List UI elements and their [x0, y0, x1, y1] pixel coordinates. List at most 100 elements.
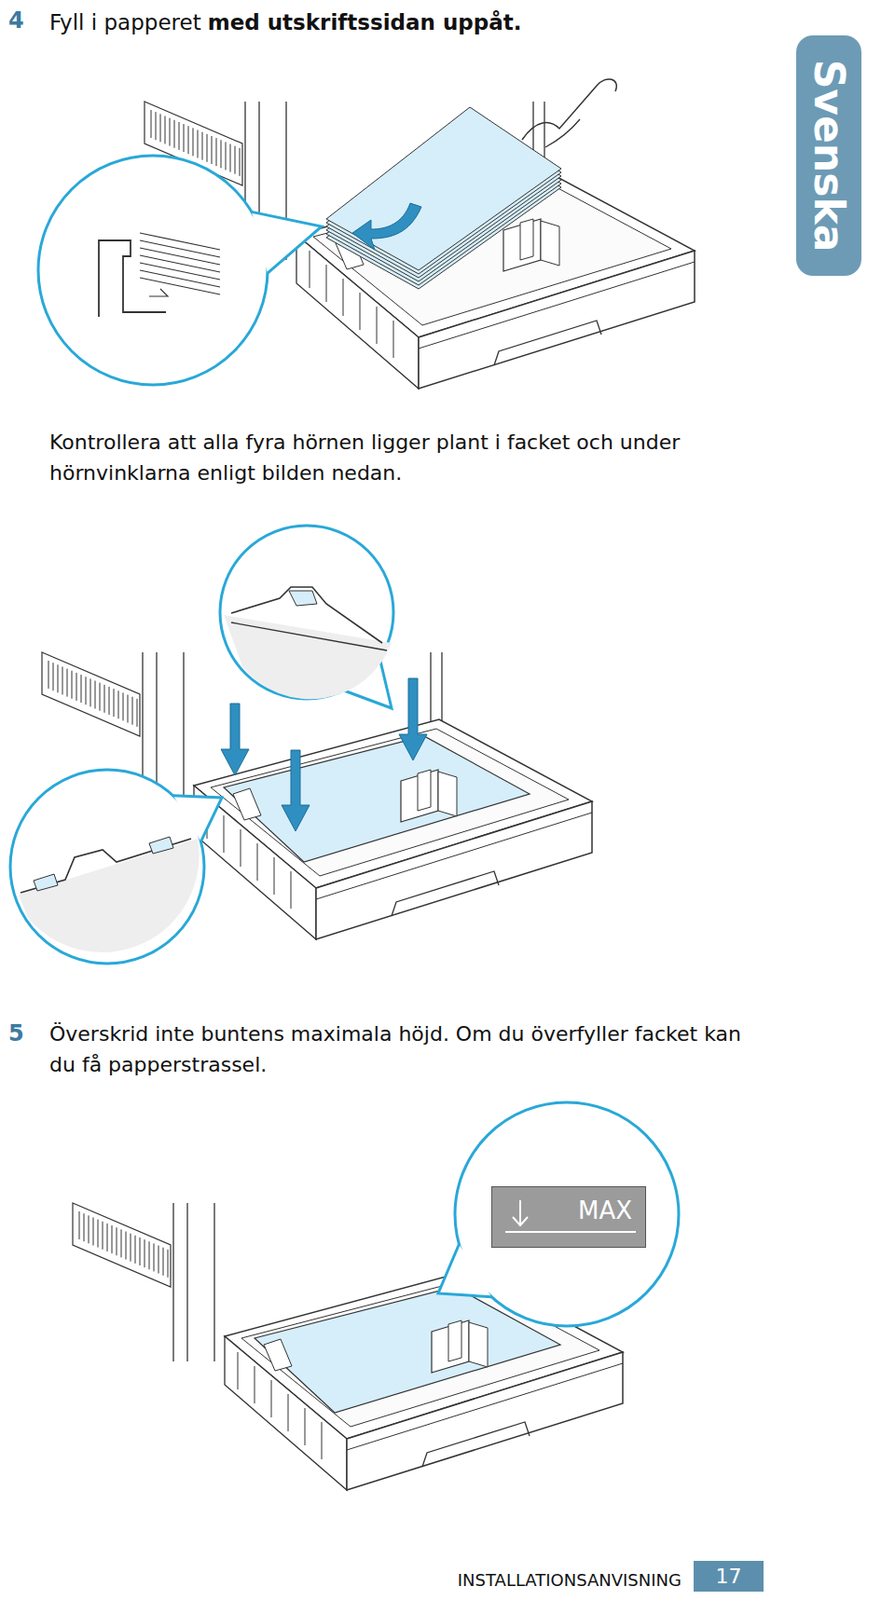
- louver-line: [95, 681, 97, 710]
- guide-part: [431, 1321, 469, 1374]
- louver-line: [216, 137, 218, 166]
- louver-line: [104, 685, 106, 714]
- press-arrow: [399, 678, 427, 761]
- tray-handle: [422, 1422, 530, 1468]
- wall-rib: [223, 815, 225, 854]
- guide-part: [503, 219, 541, 272]
- louver-line: [127, 695, 129, 724]
- corner-claw: [231, 587, 383, 644]
- louver-line: [90, 678, 92, 707]
- louver-line: [183, 123, 185, 152]
- tray-front: [418, 250, 695, 389]
- louver-line: [123, 692, 124, 721]
- wall-rib: [321, 1422, 323, 1460]
- louver-line: [234, 146, 236, 175]
- callout-circle: [10, 770, 222, 964]
- paper-guide: [400, 770, 457, 823]
- louver-line: [158, 1246, 160, 1275]
- sheet-edge: [139, 277, 221, 295]
- guide-part: [448, 1321, 462, 1363]
- tray-handle: [391, 871, 499, 917]
- press-arrows: [220, 678, 427, 832]
- louver-line: [151, 110, 152, 138]
- louver-line: [165, 115, 166, 144]
- page-number-box: 17: [693, 1561, 764, 1593]
- callout-ring: [10, 770, 205, 964]
- louver-line: [137, 699, 138, 728]
- louver-line: [85, 676, 87, 705]
- wall-rib: [343, 278, 345, 317]
- wall-rib: [254, 1366, 256, 1405]
- louver-line: [155, 111, 157, 140]
- page-number-box-text: 17: [716, 1567, 743, 1588]
- printer-panel: [72, 1203, 171, 1288]
- sheet-edge: [139, 240, 221, 258]
- wall-rib: [309, 250, 311, 289]
- paper-bundle: [326, 79, 617, 290]
- sheet-edge: [139, 233, 221, 250]
- guide-part: [520, 219, 534, 261]
- louver-line: [163, 1248, 165, 1277]
- callout-ring: [220, 525, 394, 700]
- louver-line: [167, 1250, 169, 1279]
- guide-part: [438, 771, 457, 817]
- louver-line: [57, 664, 59, 693]
- ground: [18, 839, 200, 953]
- louver-line: [113, 688, 115, 717]
- louver-line: [135, 1236, 137, 1265]
- callout-circle: [38, 155, 322, 386]
- louver-line: [169, 118, 171, 147]
- louver-line: [174, 120, 176, 149]
- louver-line: [107, 1224, 109, 1253]
- wall-rib: [376, 306, 378, 345]
- louver-line: [62, 666, 64, 695]
- printer-post: [172, 1203, 174, 1363]
- paper-stack: [223, 736, 530, 863]
- louver-line: [83, 1213, 85, 1242]
- wall-rib: [288, 1394, 290, 1432]
- louver-line: [48, 660, 50, 689]
- louver-line: [188, 125, 190, 154]
- printer-post: [186, 1203, 188, 1363]
- louver-line: [149, 1241, 151, 1270]
- guide-part: [400, 770, 439, 823]
- claw-tab: [289, 591, 317, 606]
- wall-rib: [393, 320, 395, 358]
- printer-post: [182, 652, 184, 812]
- louver-line: [81, 674, 83, 703]
- wall-rib: [359, 292, 361, 331]
- guide-part: [417, 770, 431, 812]
- louver-line: [121, 1229, 123, 1258]
- louver-line: [202, 132, 204, 161]
- louver-line: [99, 683, 101, 712]
- printer-post: [429, 652, 431, 724]
- callout-tail: [438, 1244, 492, 1297]
- louver-line: [76, 673, 78, 702]
- corner-tab: [33, 874, 58, 892]
- louver-line: [88, 1215, 90, 1244]
- louver-line: [125, 1232, 127, 1261]
- language-tab: Svenska: [796, 35, 862, 276]
- wall-rib: [271, 1380, 273, 1419]
- louver-line: [153, 1243, 155, 1272]
- louver-line: [53, 662, 55, 691]
- guide-part: [468, 1322, 488, 1368]
- callout-circle: [220, 525, 394, 709]
- wall-rib: [290, 871, 292, 909]
- louver-line: [220, 139, 222, 168]
- tray-handle: [494, 320, 602, 366]
- insert-arrow: [352, 203, 422, 250]
- press-arrow: [281, 750, 310, 832]
- corner-tab: [149, 837, 174, 854]
- louver-line: [192, 127, 194, 156]
- louver-line: [206, 134, 208, 163]
- louver-line: [93, 1217, 95, 1246]
- callout-tail: [173, 796, 222, 842]
- instruction-emphasis: med utskriftssidan uppåt.: [207, 7, 523, 39]
- printer-panel: [41, 652, 140, 737]
- callout-circle: [438, 1102, 679, 1327]
- wall-rib: [274, 857, 276, 895]
- louver-line: [239, 148, 241, 177]
